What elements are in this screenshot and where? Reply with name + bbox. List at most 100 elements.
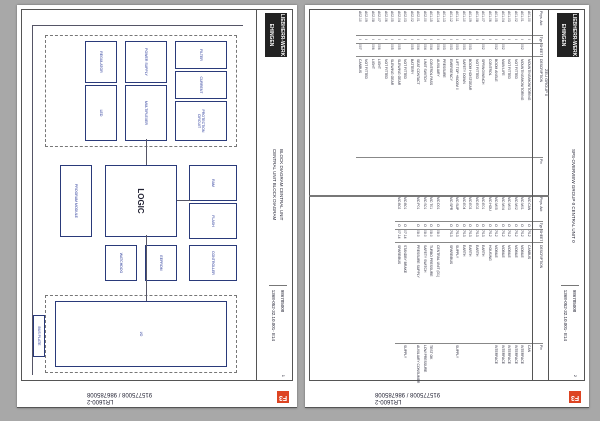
table-cell: NOT FITTED: [402, 57, 409, 158]
table-cell: AUXILIARY: [434, 57, 441, 158]
table-cell: A01.05: [493, 9, 500, 36]
table-cell: A01.11: [454, 9, 461, 36]
table-cell: BOOM HOISTGEAR: [467, 57, 474, 158]
table-cell: 7/12: [519, 230, 526, 243]
table-cell: O: [415, 222, 422, 230]
table-cell: 07.14: [402, 230, 409, 243]
table-cell: LOW PRESSURE: [423, 345, 427, 373]
table-cell: 002: [480, 44, 487, 57]
table-cell: I: [356, 36, 363, 44]
table-cell: MOBILE: [493, 243, 500, 344]
table-cell: [487, 344, 494, 381]
table-cell: PRESSURE: [441, 57, 448, 158]
table-cell: MC:P01: [415, 195, 422, 222]
table-cell: [512, 44, 519, 57]
table-cell: I: [525, 36, 532, 44]
document-number: 1368-052-32.10.001- E14: [563, 289, 568, 341]
table-cell: I: [428, 36, 435, 44]
table-cell: O: [499, 222, 506, 230]
connector-line: [177, 200, 191, 201]
table-cell: O: [480, 222, 487, 230]
table-cell: 08.0: [415, 230, 422, 243]
table-cell: 003: [460, 44, 467, 57]
sheet-subtitle: CENTRAL UNIT BLOCK DIAGRAM: [272, 149, 277, 221]
table-cell: [408, 195, 415, 222]
table-cell: MC:M02: [512, 195, 519, 222]
table-cell: O: [525, 222, 532, 230]
table-cell: MOBILE: [499, 243, 506, 344]
table-cell: EARTH: [480, 243, 487, 344]
table-cell: A02.08: [369, 9, 376, 36]
io-table: ZEU GROUP 0 Phys. Adr. Typ SHEET DESCRIP…: [309, 9, 549, 384]
table-cell: 7/12: [486, 230, 493, 243]
table-cell: 004: [434, 44, 441, 57]
table-cell: [441, 222, 448, 230]
table-cell: [513, 158, 520, 195]
table-cell: SLEWING GEAR: [389, 57, 396, 158]
table-cell: 08.0: [434, 230, 441, 243]
table-cell: [396, 158, 403, 195]
table-cell: [428, 158, 435, 195]
header-address: Phys. Adr.: [533, 9, 543, 36]
table-cell: BOOM ANGLE: [493, 57, 500, 158]
table-cell: I: [486, 36, 493, 44]
table-cell: O: [473, 222, 480, 230]
table-cell: CONTROL PASS: [428, 57, 435, 158]
part-numbers: 915775008 / 986785008: [87, 391, 153, 397]
header-sheet: SHEET: [533, 44, 543, 57]
connector-line: [146, 235, 147, 301]
table-cell: A01.15: [428, 9, 435, 36]
table-cell: [461, 344, 468, 381]
table-left-half: ZEU GROUP 0 Phys. Adr. Typ SHEET DESCRIP…: [309, 9, 549, 197]
table-cell: [473, 44, 480, 57]
table-cell: O: [447, 222, 454, 230]
table-cell: [441, 243, 448, 344]
table-cell: A01.12: [447, 9, 454, 36]
table-cell: MOBILE: [519, 243, 526, 344]
table-cell: 7/13: [467, 230, 474, 243]
table-header: Phys. Adr. Typ SHEET DESCRIPTION Pin: [532, 9, 543, 195]
table-cell: INTERFACE: [514, 345, 518, 365]
table-cell: O: [434, 222, 441, 230]
table-cell: [526, 158, 533, 195]
header-sheet: SHEET: [533, 230, 543, 243]
model-name: LR1600-2: [375, 398, 402, 404]
table-cell: [474, 344, 481, 381]
table-cell: O: [402, 222, 409, 230]
table-cell: BATTERY: [408, 57, 415, 158]
table-cell: A02.05: [389, 9, 396, 36]
sheet-content: LIEBHERR-WERK EHINGEN SPS-OVERVIEW GROUP…: [305, 5, 589, 385]
block-logic: LOGIC: [105, 165, 177, 237]
table-cell: TURBO PRESSURE: [428, 243, 435, 344]
header-pin: Pin: [539, 345, 543, 350]
table-cell: [408, 222, 415, 230]
table-cell: 7/12: [499, 230, 506, 243]
table-cell: [480, 344, 487, 381]
table-cell: MC:M04: [499, 195, 506, 222]
part-numbers: 915775008 / 986785008: [375, 391, 441, 397]
table-cell: O: [467, 222, 474, 230]
table-cell: A02.10: [356, 9, 363, 36]
table-cell: A01.13: [441, 9, 448, 36]
table-cell: AUXILIARY CONSUMER: [416, 345, 421, 384]
table-cell: CANBUS: [356, 57, 363, 158]
block-program-module: PROGRAM MODULE: [60, 165, 92, 237]
table-cell: O: [454, 222, 461, 230]
table-cell: A01.09: [467, 9, 474, 36]
table-cell: 007: [356, 44, 363, 57]
table-cell: I: [408, 36, 415, 44]
table-cell: A02.03: [402, 9, 409, 36]
